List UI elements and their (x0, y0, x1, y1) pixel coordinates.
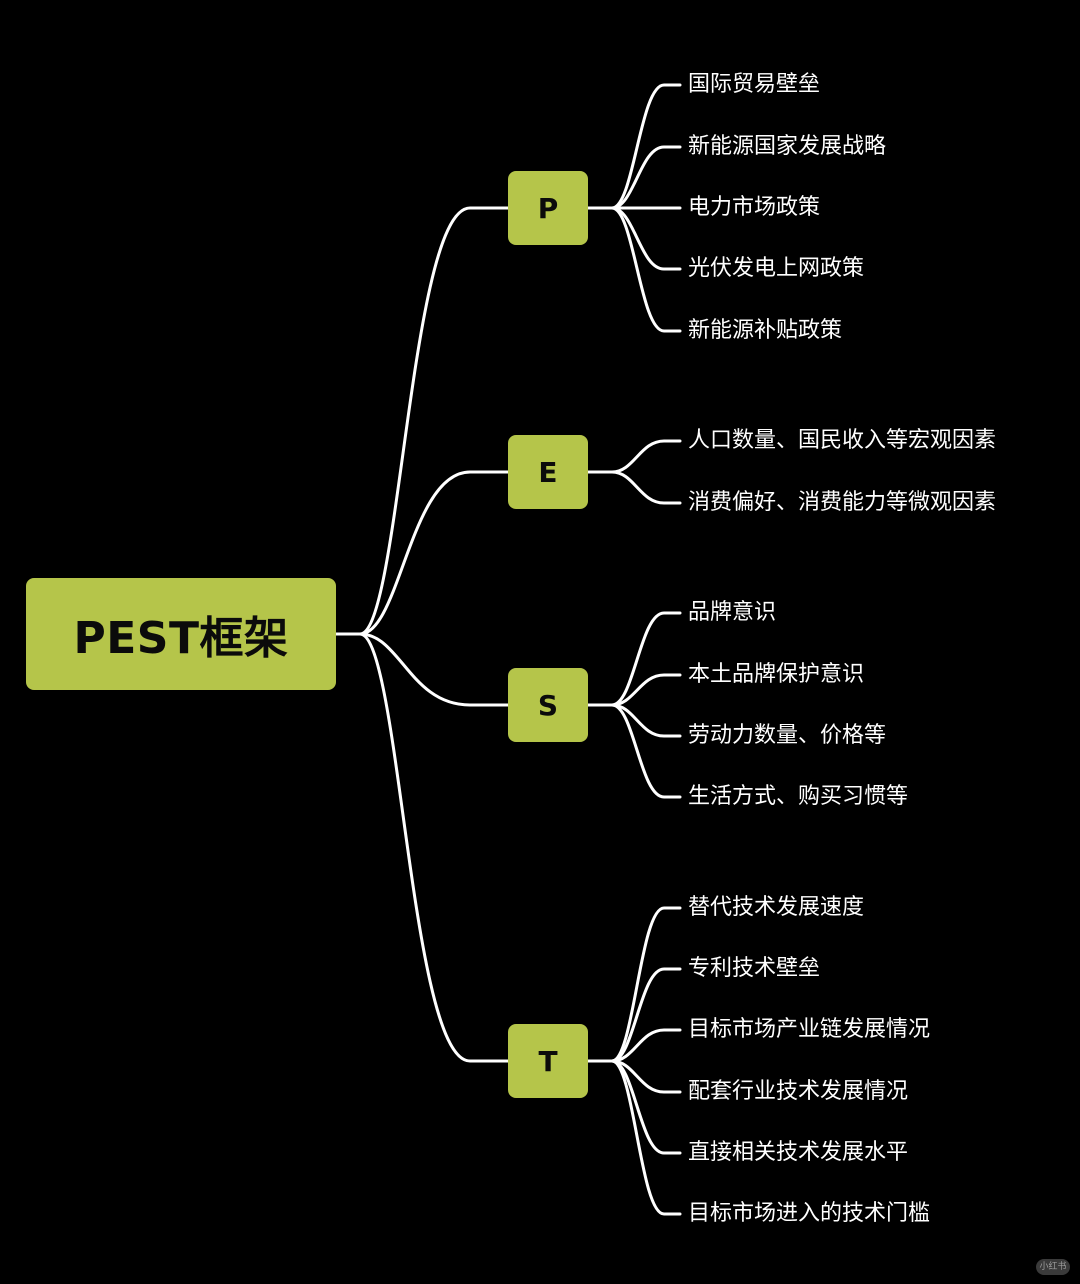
category-node-s: S (508, 668, 588, 742)
category-node-p: P (508, 171, 588, 245)
root-label: PEST框架 (73, 613, 289, 664)
leaf-item: 目标市场进入的技术门槛 (688, 1201, 931, 1226)
root-node-pest: PEST框架 (26, 578, 336, 690)
leaf-item: 新能源国家发展战略 (688, 134, 887, 159)
category-label: T (538, 1044, 558, 1078)
root-to-category-line (358, 632, 510, 707)
category-to-leaf-line (610, 703, 682, 799)
root-to-category-line (358, 206, 510, 636)
leaf-item: 直接相关技术发展水平 (688, 1140, 909, 1165)
category-label: S (537, 688, 559, 722)
leaf-item: 国际贸易壁垒 (688, 72, 821, 97)
category-to-leaf-line (610, 83, 682, 210)
category-to-leaf-line (610, 967, 682, 1063)
category-node-t: T (508, 1024, 588, 1098)
leaf-item: 新能源补贴政策 (688, 318, 843, 343)
leaf-item: 光伏发电上网政策 (688, 256, 865, 281)
category-to-leaf-line (610, 1028, 682, 1063)
leaf-item: 电力市场政策 (688, 195, 821, 220)
category-to-leaf-line (610, 145, 682, 210)
category-to-leaf-line (610, 1059, 682, 1094)
leaf-item: 人口数量、国民收入等宏观因素 (688, 428, 997, 453)
category-to-leaf-line (610, 470, 682, 505)
leaf-item: 品牌意识 (688, 600, 777, 625)
category-label: P (537, 191, 559, 225)
category-to-leaf-line (610, 906, 682, 1063)
category-to-leaf-line (610, 673, 682, 707)
root-to-category-line (358, 632, 510, 1063)
category-to-leaf-line (610, 439, 682, 474)
leaf-item: 替代技术发展速度 (688, 895, 865, 920)
category-to-leaf-line (610, 611, 682, 707)
watermark-logo: 小红书 (1036, 1259, 1070, 1275)
category-to-leaf-line (610, 1059, 682, 1216)
root-to-category-line (358, 470, 510, 636)
leaf-item: 消费偏好、消费能力等微观因素 (688, 490, 997, 515)
leaf-item: 专利技术壁垒 (688, 956, 821, 981)
category-to-leaf-line (610, 206, 682, 333)
category-node-e: E (508, 435, 588, 509)
category-to-leaf-line (610, 703, 682, 738)
leaf-item: 配套行业技术发展情况 (688, 1079, 909, 1104)
leaf-item: 劳动力数量、价格等 (688, 723, 887, 748)
leaf-item: 生活方式、购买习惯等 (688, 784, 909, 809)
leaf-item: 目标市场产业链发展情况 (688, 1017, 931, 1042)
leaf-item: 本土品牌保护意识 (688, 662, 865, 687)
category-label: E (538, 455, 558, 489)
